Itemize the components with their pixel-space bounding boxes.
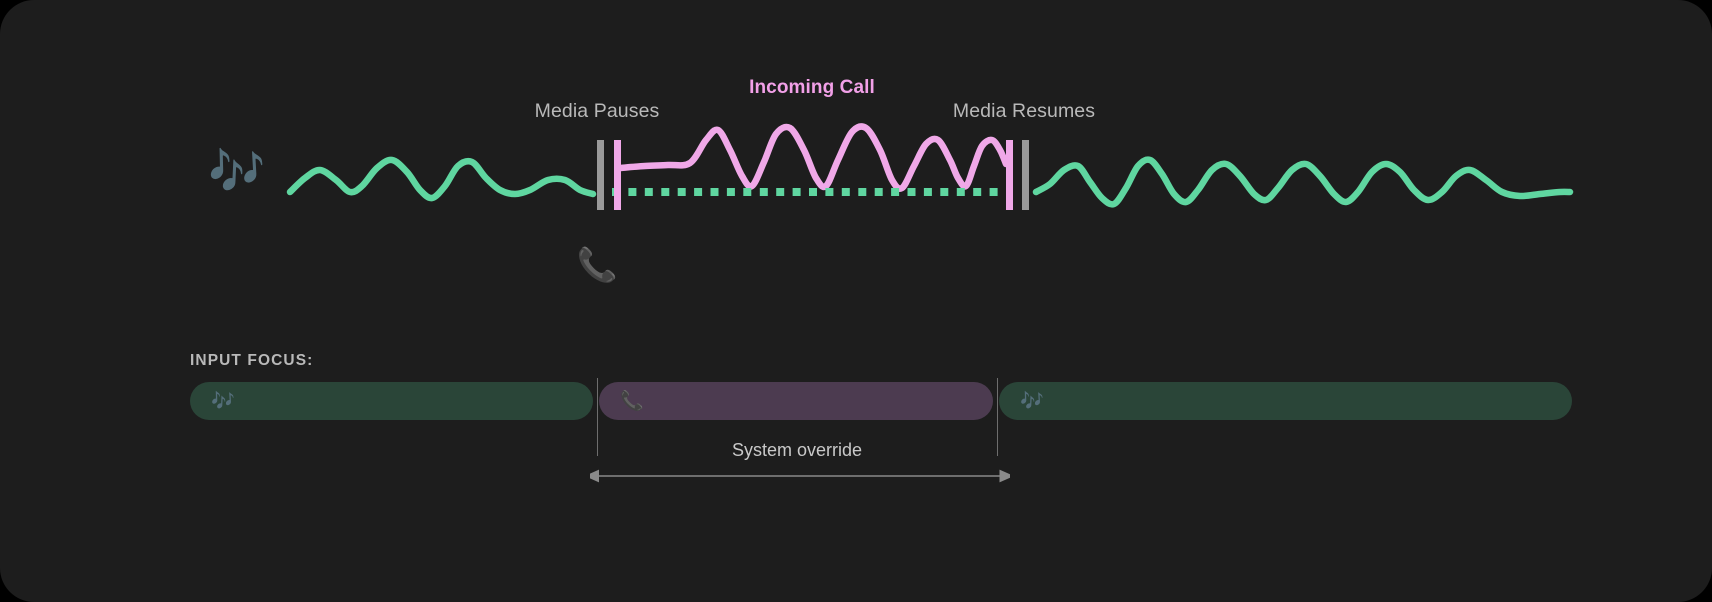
paused-media-dot <box>661 188 670 196</box>
pause-marker-pink <box>614 140 621 210</box>
paused-media-dot <box>923 188 932 196</box>
phone-icon: 📞 <box>576 246 618 283</box>
paused-media-dot <box>956 188 965 196</box>
paused-media-dot <box>743 188 752 196</box>
paused-media-dot <box>989 188 998 196</box>
focus-bar-media-before[interactable]: 🎶 <box>190 382 593 420</box>
paused-media-dot <box>726 188 735 196</box>
resume-marker-pink <box>1006 140 1013 210</box>
paused-media-dot <box>907 188 916 196</box>
pause-marker-gray <box>597 140 604 210</box>
paused-media-dot <box>710 188 719 196</box>
paused-media-dot <box>792 188 801 196</box>
system-override-label: System override <box>731 440 863 460</box>
music-notes-icon: 🎶 <box>208 145 266 197</box>
waveform-plot <box>286 123 1574 210</box>
audio-timeline: Media Pauses Incoming Call Media Resumes… <box>208 77 1574 283</box>
waveform-path <box>616 123 1010 192</box>
phone-icon: 📞 <box>620 390 644 412</box>
paused-media-dot <box>825 188 834 196</box>
music-notes-icon: 🎶 <box>1020 390 1044 412</box>
override-bracket-right <box>997 378 998 456</box>
input-focus-section: INPUT FOCUS: 🎶 📞 🎶 System override <box>0 330 1712 602</box>
music-notes-icon: 🎶 <box>211 390 235 412</box>
paused-media-dot <box>973 188 982 196</box>
label-media-resumes: Media Resumes <box>952 100 1096 122</box>
paused-media-dot <box>677 188 686 196</box>
paused-media-dot <box>809 188 817 196</box>
paused-media-dot <box>776 188 785 196</box>
paused-media-dot <box>940 188 949 196</box>
paused-media-dot <box>858 188 867 196</box>
focus-bar-media-after[interactable]: 🎶 <box>999 382 1572 420</box>
resume-marker-gray <box>1022 140 1029 210</box>
waveform-path <box>286 156 597 202</box>
paused-media-dot <box>874 188 883 196</box>
override-bracket-left <box>597 378 598 456</box>
label-incoming-call: Incoming Call <box>749 77 875 98</box>
paused-media-dot <box>694 188 703 196</box>
paused-media-dot <box>891 188 900 196</box>
paused-media-dot <box>628 188 637 196</box>
input-focus-heading: INPUT FOCUS: <box>190 352 314 369</box>
waveform-path <box>1032 156 1574 208</box>
system-override-arrow <box>590 469 1010 483</box>
focus-bar-call[interactable]: 📞 <box>599 382 993 420</box>
paused-media-dot <box>759 188 768 196</box>
label-media-pauses: Media Pauses <box>534 100 660 122</box>
paused-media-dot <box>644 188 653 196</box>
paused-media-dot <box>841 188 850 196</box>
